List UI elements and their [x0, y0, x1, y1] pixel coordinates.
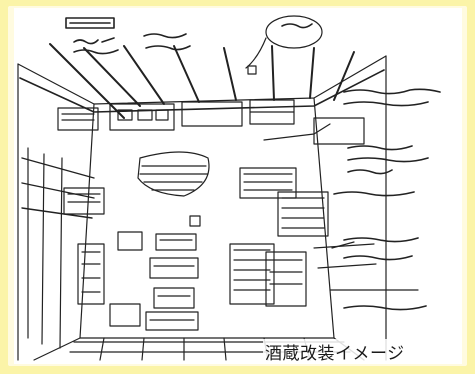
image-caption: 酒蔵改装イメージ [263, 339, 407, 364]
sketch-drawing [17, 15, 441, 361]
renovation-sketch [14, 8, 462, 364]
